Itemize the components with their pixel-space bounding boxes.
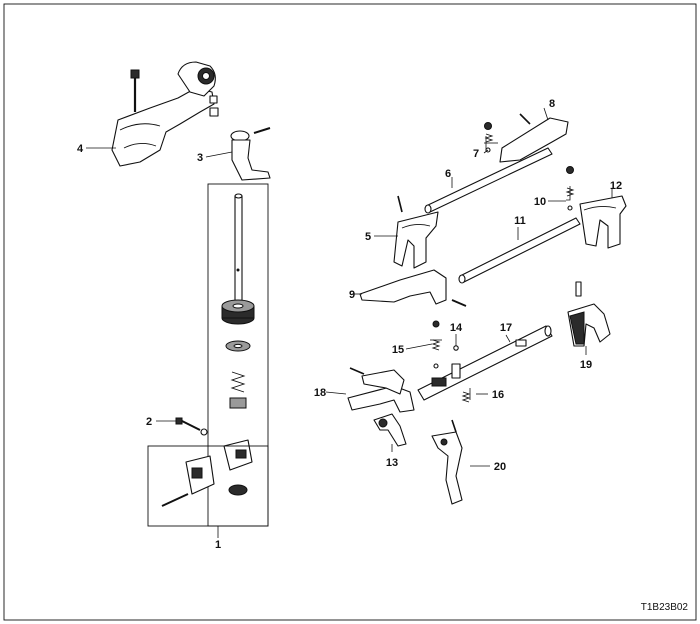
callout-1: 1 [215, 539, 221, 551]
callout-15: 15 [392, 344, 404, 356]
callout-17: 17 [500, 322, 512, 334]
callout-7: 7 [473, 148, 479, 160]
callout-12: 12 [610, 180, 622, 192]
collar [229, 397, 247, 409]
shift-lever-part-3 [230, 127, 271, 181]
select-lever-part-13 [373, 413, 407, 447]
shift-lever-housing-part-4 [111, 61, 219, 167]
callout-4: 4 [77, 143, 84, 155]
diagram-border [3, 3, 697, 621]
shift-fork-part-19 [567, 281, 611, 347]
callout-19: 19 [580, 359, 592, 371]
leader-lines [86, 107, 613, 538]
bolt-part-4 [130, 69, 140, 112]
callout-6: 6 [445, 168, 451, 180]
interlock-pin-part-14 [451, 345, 461, 379]
callout-10: 10 [534, 196, 546, 208]
callout-8: 8 [549, 98, 555, 110]
callout-16: 16 [492, 389, 504, 401]
shift-fork-part-5 [393, 195, 439, 269]
callout-20: 20 [494, 461, 506, 473]
shift-arm-part-9 [359, 269, 467, 307]
spring-part-16 [461, 391, 471, 403]
dust-boot [221, 299, 255, 325]
callout-5: 5 [365, 231, 371, 243]
select-lever-part-20 [431, 419, 463, 505]
figure-code: T1B23B02 [641, 602, 689, 613]
bolt-part-2 [175, 417, 208, 436]
spring [230, 371, 246, 393]
washer [225, 340, 251, 352]
shift-arm-part-18 [347, 367, 415, 413]
callout-2: 2 [146, 416, 152, 428]
callout-18: 18 [314, 387, 326, 399]
callout-3: 3 [197, 152, 203, 164]
callout-labels: 1 2 3 4 5 6 7 8 9 10 11 12 13 14 15 16 1… [77, 98, 622, 551]
callout-11: 11 [514, 215, 526, 227]
callout-13: 13 [386, 457, 398, 469]
detent-frame [147, 445, 269, 527]
shift-rail-part-6 [424, 147, 553, 214]
callout-9: 9 [349, 289, 355, 301]
shift-arm-part-8 [499, 113, 569, 163]
shift-rail-part-11 [458, 217, 581, 284]
detent-ball-spring-part-10 [565, 166, 575, 211]
detent-bracket [161, 439, 253, 507]
detent-ball-spring-part-15 [431, 320, 441, 369]
shift-fork-part-12 [579, 195, 627, 249]
control-shaft [234, 193, 243, 317]
callout-14: 14 [450, 322, 463, 334]
shift-rail-part-17 [417, 325, 553, 401]
